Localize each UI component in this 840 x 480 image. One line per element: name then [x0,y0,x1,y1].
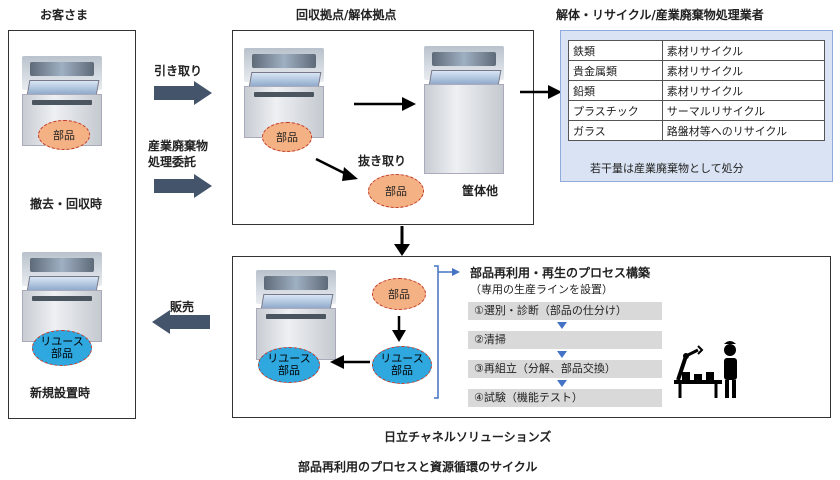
table-row: ガラス路盤材等へのリサイクル [568,120,826,141]
process-title: 部品再利用・再生のプロセス構築 [470,266,651,280]
label-waste-1: 産業廃棄物 [148,139,209,153]
atm-new-install [22,252,102,342]
material-cell: 鉛類 [568,80,663,101]
process-step-3: ③再組立（分解、部品交換） [468,360,662,378]
table-row: 鉄類素材リサイクル [568,40,826,61]
table-row: 鉛類素材リサイクル [568,80,826,101]
step-arrow-icon [557,351,567,358]
material-cell: 鉄類 [568,40,663,61]
label-removal: 撤去・回収時 [30,197,103,211]
material-cell: ガラス [568,120,663,141]
method-cell: 素材リサイクル [661,60,826,81]
install-arrow [330,355,370,369]
atm-housing [424,46,504,174]
header-collection: 回収拠点/解体拠点 [296,8,397,22]
method-cell: 路盤材等へのリサイクル [661,120,826,141]
material-cell: プラスチック [568,100,663,121]
label-pickup: 引き取り [154,64,203,78]
table-row: プラスチックサーマルリサイクル [568,100,826,121]
down-arrow-process [394,226,410,256]
method-cell: 素材リサイクル [661,80,826,101]
label-new-install: 新規設置時 [30,386,91,400]
company-label: 日立チャネルソリューションズ [384,430,552,444]
part-oval-extracted: 部品 [368,174,424,208]
header-customer: お客さま [40,8,89,22]
reuse-oval-process: リユース部品 [372,346,432,384]
label-extract: 抜き取り [358,154,407,168]
part-oval-removal: 部品 [38,120,90,150]
method-cell: 素材リサイクル [661,40,826,61]
method-cell: サーマルリサイクル [661,100,826,121]
process-subtitle: （専用の生産ラインを設置） [470,283,613,296]
to-housing-arrow [354,97,416,111]
part-oval-process: 部品 [372,278,426,310]
process-bracket [434,265,460,399]
factory-worker-icon [674,341,737,398]
recycling-table: 鉄類素材リサイクル 貴金属類素材リサイクル 鉛類素材リサイクル プラスチックサー… [568,40,826,141]
header-recycler: 解体・リサイクル/産業廃棄物処理業者 [556,8,764,22]
extract-arrow [315,157,358,181]
step-arrow-icon [557,322,567,329]
process-step-2: ②清掃 [468,331,662,349]
material-cell: 貴金属類 [568,60,663,81]
table-row: 貴金属類素材リサイクル [568,60,826,81]
figure-caption: 部品再利用のプロセスと資源循環のサイクル [298,460,538,474]
waste-arrow [154,174,212,198]
reuse-oval-customer: リユース部品 [32,330,92,366]
to-recycler-arrow [520,85,562,99]
label-sales: 販売 [170,300,195,314]
process-step-4: ④試験（機能テスト） [468,389,662,407]
part-oval-collected: 部品 [262,122,312,152]
sales-arrow [152,310,210,334]
label-housing: 筐体他 [462,184,499,198]
pickup-arrow [154,81,212,105]
step-arrow-icon [557,380,567,387]
label-waste-2: 処理委託 [148,155,197,169]
recycling-note: 若干量は産業廃棄物として処分 [590,162,744,175]
process-step-1: ①選別・診断（部品の仕分け） [468,302,662,320]
refurbish-arrow [392,316,406,342]
reuse-oval-installed: リユース部品 [258,347,320,383]
atm-removal [22,56,102,146]
